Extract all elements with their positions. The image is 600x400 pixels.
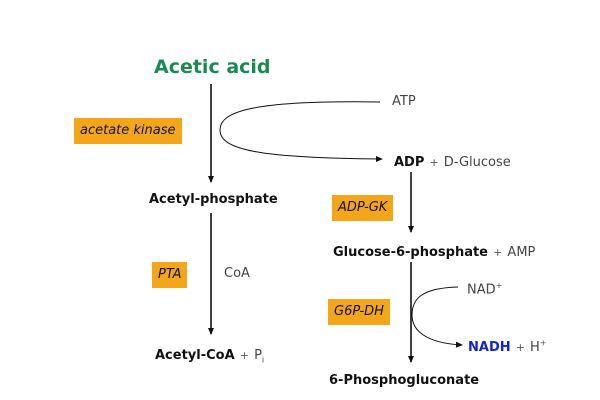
nadh-h-line: NADH + H+	[468, 336, 547, 355]
g6p-amp-line: Glucose-6-phosphate + AMP	[333, 241, 535, 260]
enzyme-acetate-kinase: acetate kinase	[74, 118, 182, 144]
product-nadh: NADH	[468, 340, 511, 355]
cofactor-coa: CoA	[224, 266, 250, 281]
enzyme-g6p-dh: G6P-DH	[328, 299, 390, 325]
cofactor-adp: ADP	[394, 155, 425, 170]
enzyme-pta: PTA	[152, 262, 188, 288]
cofactor-atp: ATP	[392, 94, 416, 109]
adp-dglucose-line: ADP + D-Glucose	[394, 151, 511, 170]
plus-sign: +	[515, 341, 525, 354]
product-h: H+	[530, 338, 547, 355]
enzyme-adp-gk: ADP-GK	[332, 195, 394, 221]
arrow-nad-to-nadh	[411, 286, 463, 348]
pi-subscript: i	[261, 355, 265, 365]
metabolite-acetyl-phosphate: Acetyl-phosphate	[149, 192, 278, 207]
arrow-atp-to-adp-loop	[219, 101, 383, 162]
substrate-d-glucose: D-Glucose	[443, 155, 511, 170]
nad-label: NAD	[467, 282, 496, 298]
plus-sign: +	[493, 246, 503, 259]
h-charge: +	[539, 338, 547, 348]
h-label: H	[530, 340, 540, 355]
plus-sign: +	[429, 156, 439, 169]
metabolite-acetyl-coa: Acetyl-CoA	[155, 348, 235, 363]
title-acetic-acid: Acetic acid	[154, 56, 271, 78]
cofactor-nad: NAD+	[467, 281, 502, 297]
metabolite-glucose-6-phosphate: Glucose-6-phosphate	[333, 245, 489, 260]
plus-sign: +	[239, 349, 249, 362]
nad-charge: +	[495, 281, 503, 290]
metabolite-6-phosphogluconate: 6-Phosphogluconate	[329, 373, 480, 388]
acetylcoa-pi-line: Acetyl-CoA + Pi	[155, 344, 264, 365]
byproduct-amp: AMP	[507, 245, 536, 260]
pi-label: P	[254, 348, 262, 363]
byproduct-pi: Pi	[254, 348, 265, 365]
